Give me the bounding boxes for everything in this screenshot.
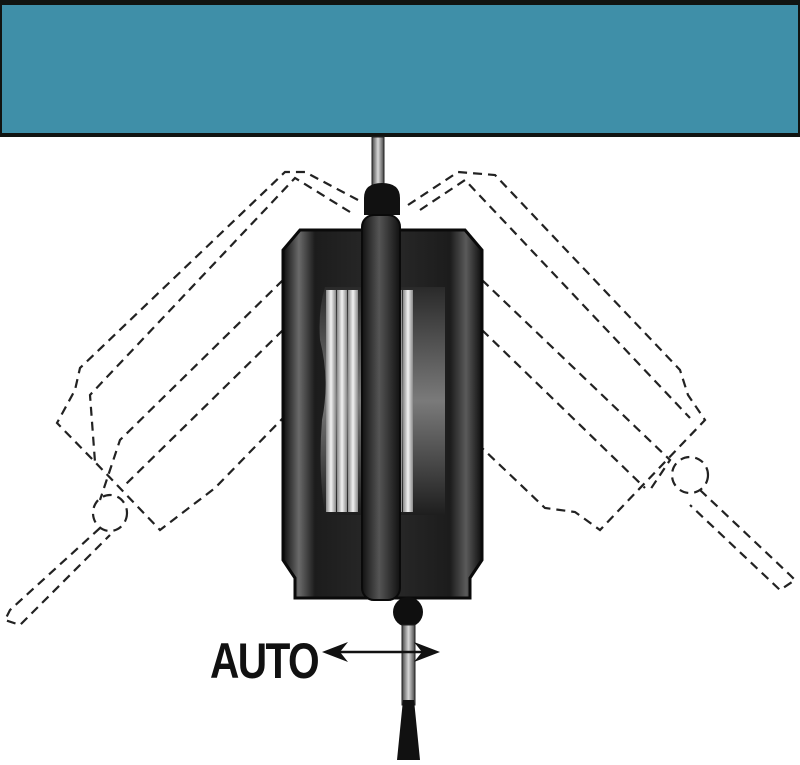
ceiling-face [2,5,798,133]
top-cap [364,183,400,215]
lower-rod [401,624,416,706]
bidirectional-arrow-icon [322,642,440,662]
upper-rod [371,136,385,190]
ball-joint [393,597,423,627]
pull-handle[interactable] [397,700,420,760]
center-tube [361,214,401,601]
auto-label: AUTO [210,633,318,689]
ghost-right-position [407,170,797,592]
ghost-left-position [3,170,359,627]
